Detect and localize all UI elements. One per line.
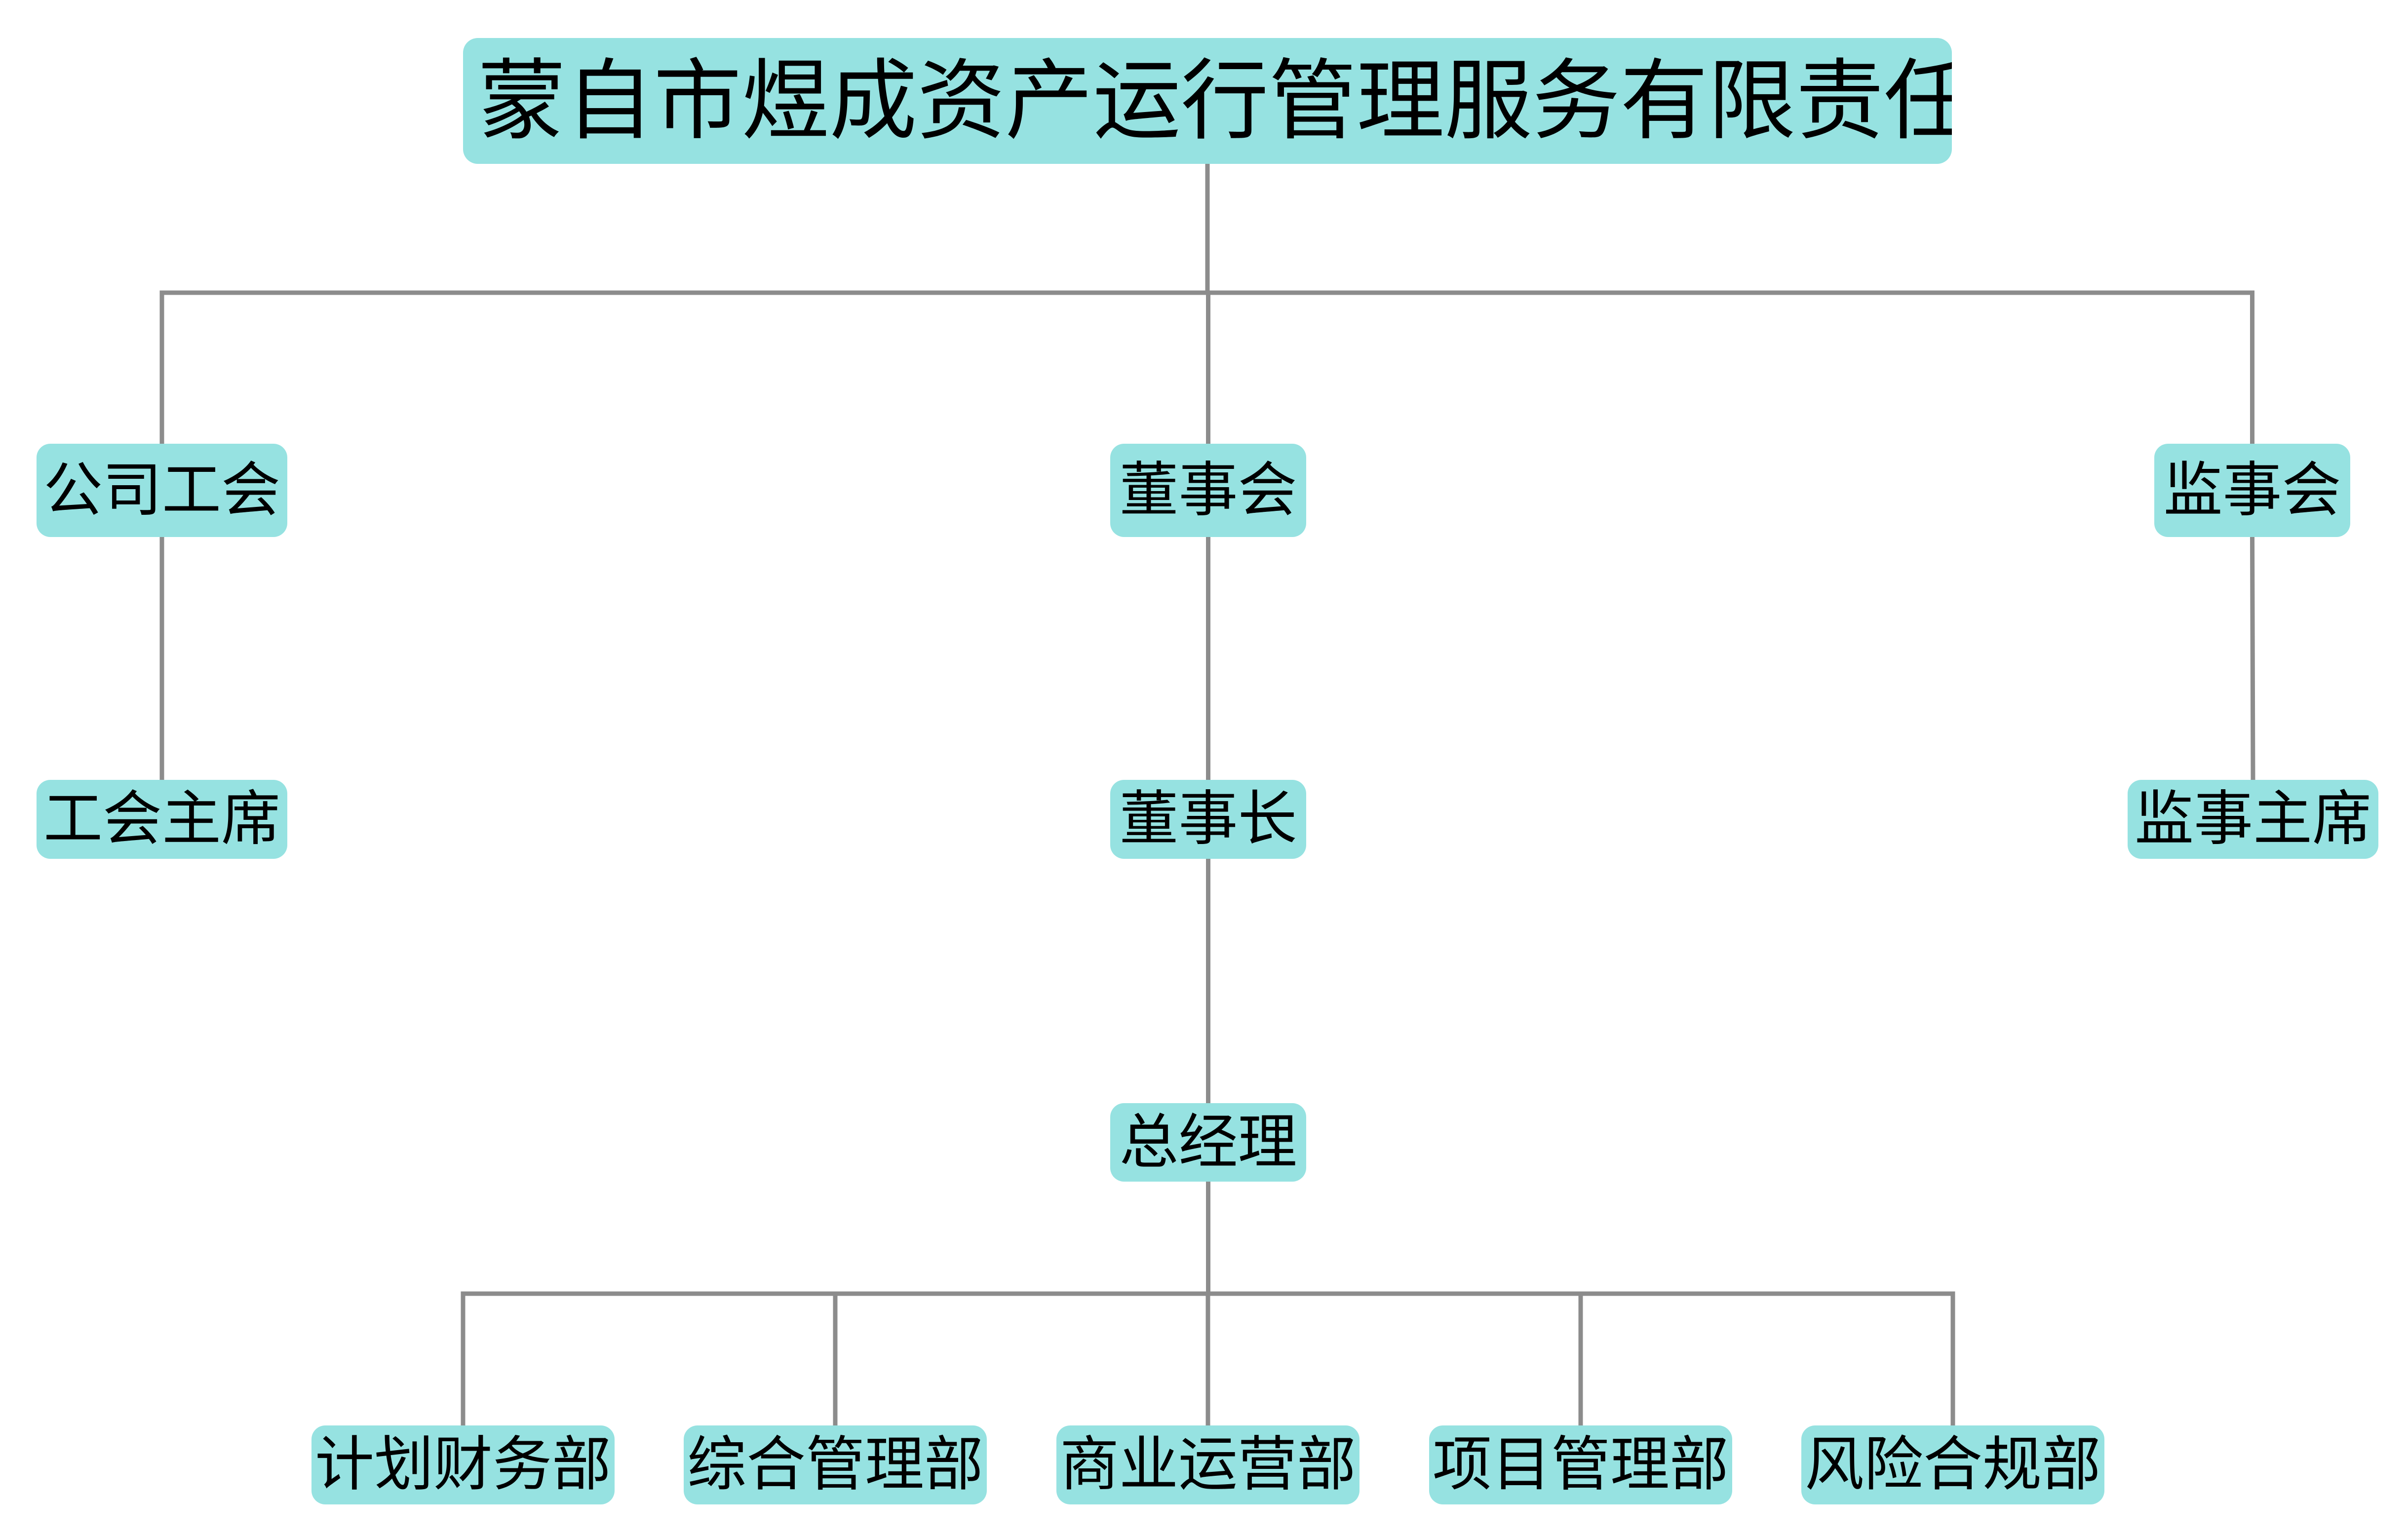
- node-risk-dept: 风险合规部: [1801, 1425, 2104, 1504]
- node-finance-dept: 计划财务部: [311, 1425, 615, 1504]
- node-chairman: 董事长: [1110, 780, 1306, 859]
- node-supervisory-chair: 监事主席: [2128, 780, 2378, 859]
- node-business-dept: 商业运营部: [1056, 1425, 1359, 1504]
- node-board-of-directors: 董事会: [1110, 444, 1306, 537]
- node-union-chair: 工会主席: [37, 780, 287, 859]
- node-general-manager: 总经理: [1110, 1103, 1306, 1182]
- node-project-dept: 项目管理部: [1429, 1425, 1732, 1504]
- node-admin-dept: 综合管理部: [684, 1425, 987, 1504]
- node-company-union: 公司工会: [37, 444, 287, 537]
- node-supervisory-board: 监事会: [2154, 444, 2350, 537]
